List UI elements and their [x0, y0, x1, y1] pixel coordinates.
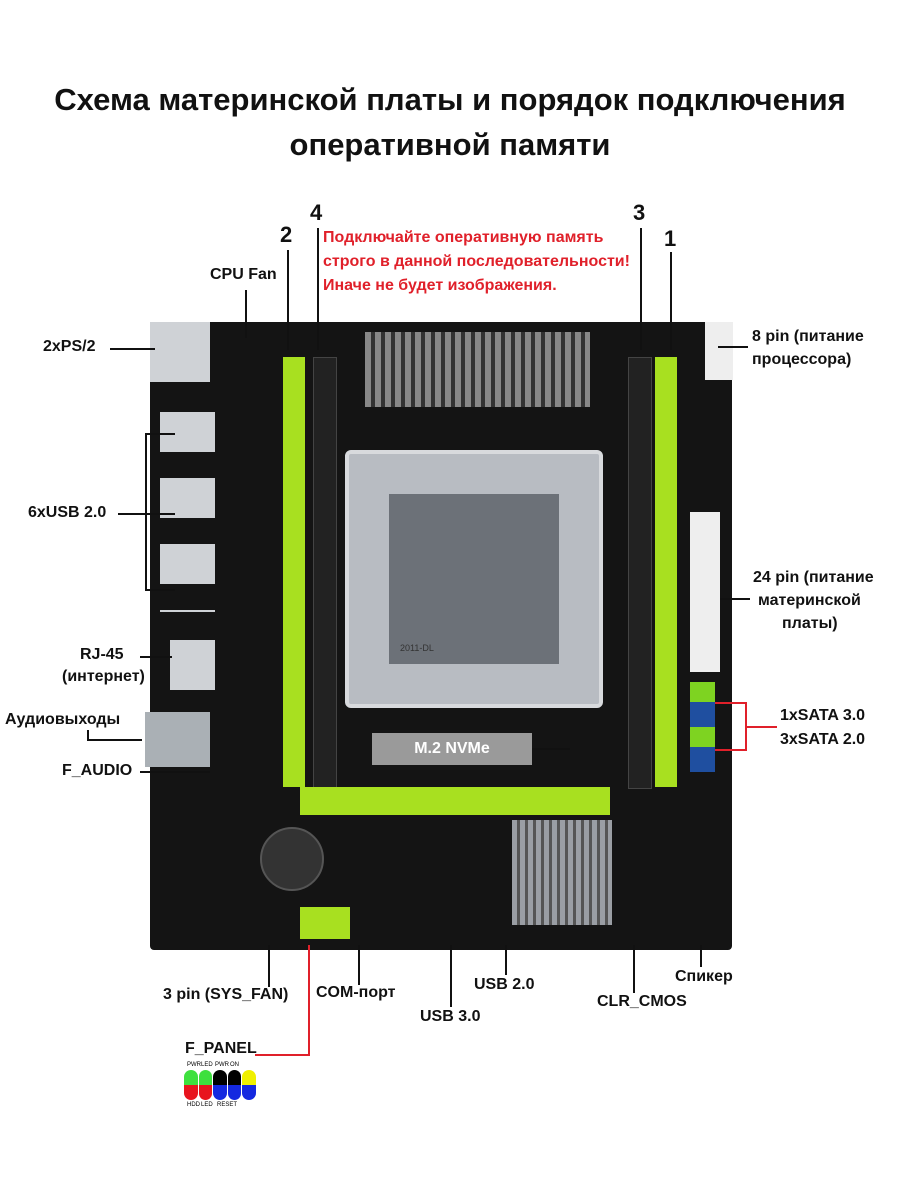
8pin-connector	[705, 322, 733, 380]
ram-warning-text: Подключайте оперативную память строго в …	[323, 229, 630, 294]
dimm-slot-1	[655, 357, 677, 787]
cmos-battery	[260, 827, 324, 891]
usb30-label: USB 3.0	[420, 1008, 481, 1025]
legend-top-led: LED	[201, 1062, 213, 1068]
usb20-header-label: USB 2.0	[474, 976, 535, 993]
pcie-x16-slot	[300, 787, 610, 815]
slot-number-4: 4	[310, 200, 323, 225]
legend-bottom-led: LED	[201, 1102, 213, 1108]
pcie-x1-slot	[300, 907, 350, 939]
cpu-fan-label: CPU Fan	[210, 266, 277, 283]
usb20-rear-label: 6xUSB 2.0	[28, 504, 107, 521]
ps2-label: 2xPS/2	[43, 338, 96, 355]
legend-top-pwr: PWR	[187, 1062, 201, 1068]
sys-fan-label: 3 pin (SYS_FAN)	[163, 986, 289, 1003]
8pin-label-line1: 8 pin (питание	[752, 328, 864, 345]
speaker-label: Спикер	[675, 968, 733, 985]
rj45-sublabel: (интернет)	[62, 668, 145, 685]
8pin-label-line2: процессора)	[752, 351, 852, 368]
title-line1: Схема материнской платы и порядок подклю…	[54, 82, 846, 117]
f-panel-label: F_PANEL	[185, 1040, 257, 1057]
io-rj45	[170, 640, 215, 690]
com-port-label: COM-порт	[316, 984, 396, 1001]
sata-ports	[690, 682, 715, 772]
24pin-label-line1: 24 pin (питание	[753, 569, 874, 586]
audio-outputs-label: Аудиовыходы	[5, 711, 121, 728]
sata3-label: 1xSATA 3.0	[780, 707, 866, 724]
legend-bottom-reset: RESET	[217, 1102, 238, 1108]
motherboard	[145, 322, 733, 950]
legend-bottom-hdd: HDD	[187, 1102, 200, 1108]
sata2-label: 3xSATA 2.0	[780, 731, 866, 748]
vrm-heatsink	[365, 332, 590, 407]
24pin-connector	[690, 512, 720, 672]
board-marking: 2011-DL	[400, 643, 434, 653]
dimm-slot-4	[313, 357, 337, 789]
f-panel-legend: PWR LED PWR ON HDD LED RESET	[184, 1062, 264, 1112]
title-line2: оперативной памяти	[289, 127, 611, 162]
io-audio	[145, 712, 210, 767]
f-audio-label: F_AUDIO	[62, 762, 133, 779]
legend-top-on: ON	[230, 1062, 239, 1068]
dimm-slot-3	[628, 357, 652, 789]
io-usb	[160, 412, 215, 612]
io-ps2	[150, 322, 210, 382]
slot-number-2: 2	[280, 222, 293, 247]
slot-number-3: 3	[633, 200, 646, 225]
chipset-heatsink	[512, 820, 612, 925]
clr-cmos-label: CLR_CMOS	[597, 993, 687, 1010]
f-panel-pins	[184, 1070, 256, 1100]
rj45-label: RJ-45	[80, 646, 124, 663]
m2-nvme-label: M.2 NVMe	[372, 733, 532, 765]
slot-number-1: 1	[664, 226, 677, 251]
24pin-label-line3: платы)	[782, 615, 838, 632]
cpu-socket	[345, 450, 603, 708]
24pin-label-line2: материнской	[758, 592, 861, 609]
dimm-slot-2	[283, 357, 305, 787]
legend-top-pwr2: PWR	[215, 1062, 229, 1068]
